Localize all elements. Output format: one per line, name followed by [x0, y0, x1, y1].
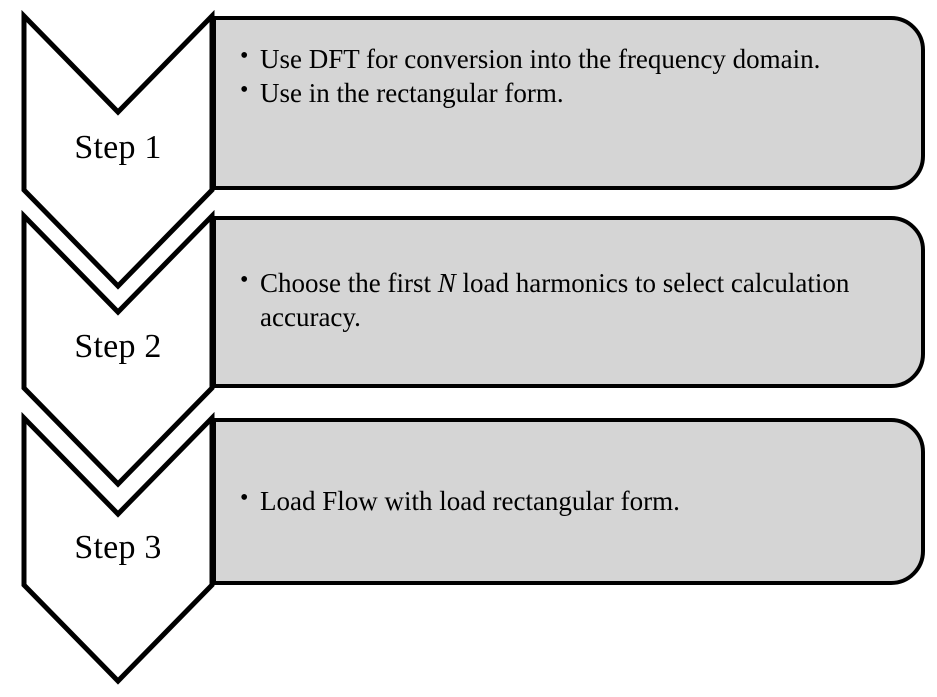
- bullet-text-pre: Choose the first: [260, 268, 438, 298]
- bullet-text-post: load harmonics to select calculation acc…: [260, 268, 850, 333]
- chevron-label-step-3: Step 3: [74, 529, 162, 566]
- content-box-step-3[interactable]: Load Flow with load rectangular form.: [212, 418, 925, 585]
- bullet-item: Choose the first N load harmonics to sel…: [240, 265, 897, 334]
- chevron-step-2[interactable]: [21, 209, 215, 488]
- bullet-item: Use in the rectangular form.: [240, 75, 897, 110]
- bullet-item: Load Flow with load rectangular form.: [240, 483, 897, 518]
- bullet-item: Use DFT for conversion into the frequenc…: [240, 41, 897, 76]
- chevron-label-step-1: Step 1: [74, 129, 162, 166]
- chevron-label-step-2: Step 2: [74, 328, 162, 365]
- bullet-list-step-3: Load Flow with load rectangular form.: [216, 422, 921, 518]
- chevron-step-3[interactable]: [21, 411, 215, 685]
- bullet-text-italic-symbol: N: [437, 268, 456, 298]
- content-box-step-2[interactable]: Choose the first N load harmonics to sel…: [212, 216, 925, 388]
- bullet-list-step-1: Use DFT for conversion into the frequenc…: [216, 20, 921, 110]
- chevron-step-1[interactable]: [21, 9, 215, 290]
- bullet-list-step-2: Choose the first N load harmonics to sel…: [216, 220, 921, 334]
- content-box-step-1[interactable]: Use DFT for conversion into the frequenc…: [212, 16, 925, 190]
